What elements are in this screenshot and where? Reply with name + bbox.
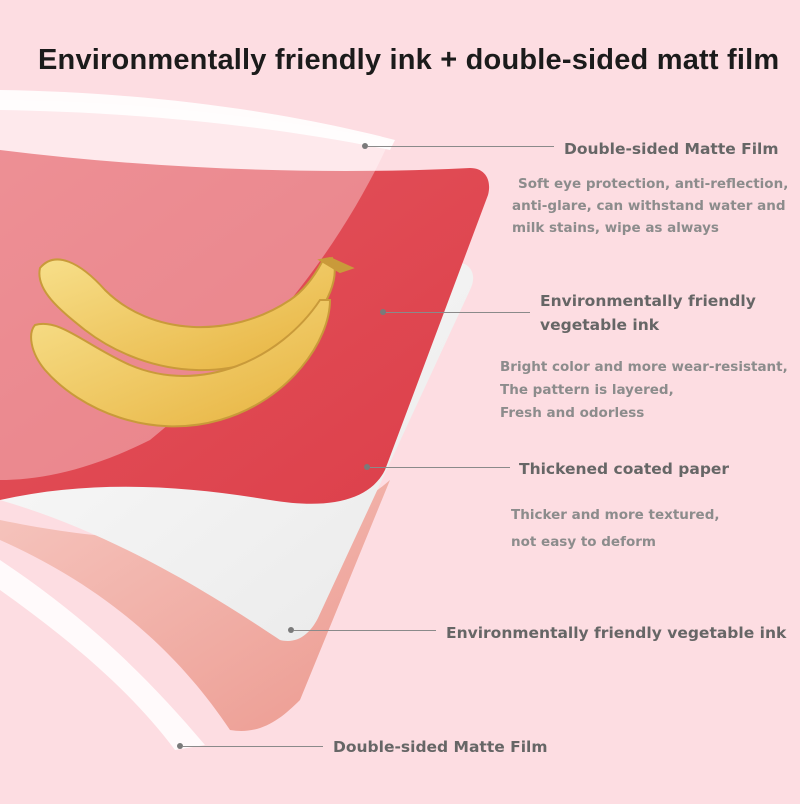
callout-dot-bottom-film (177, 743, 183, 749)
label-top-film: Double-sided Matte Film (564, 140, 779, 158)
label-red-ink: Environmentally friendly vegetable ink (540, 292, 756, 334)
callout-line-coated-paper (370, 467, 510, 468)
callout-line-top-film (368, 146, 554, 147)
desc-coated-paper: Thicker and more textured, not easy to d… (511, 507, 720, 550)
callout-dot-top-film (362, 143, 368, 149)
callout-line-bottom-film (183, 746, 323, 747)
callout-line-red-ink (386, 312, 530, 313)
label-coated-paper: Thickened coated paper (519, 460, 730, 478)
banana-illustration (30, 256, 355, 428)
page-title: Environmentally friendly ink + double-si… (38, 44, 780, 76)
callout-dot-coated-paper (364, 464, 370, 470)
callout-dot-red-ink (380, 309, 386, 315)
desc-top-film: Soft eye protection, anti-reflection, an… (512, 176, 789, 236)
callout-dot-bottom-ink (288, 627, 294, 633)
label-bottom-film: Double-sided Matte Film (333, 738, 548, 756)
callout-line-bottom-ink (294, 630, 436, 631)
label-bottom-ink: Environmentally friendly vegetable ink (446, 624, 787, 642)
bottom-matte-film (0, 560, 205, 750)
desc-red-ink: Bright color and more wear-resistant, Th… (500, 359, 788, 421)
